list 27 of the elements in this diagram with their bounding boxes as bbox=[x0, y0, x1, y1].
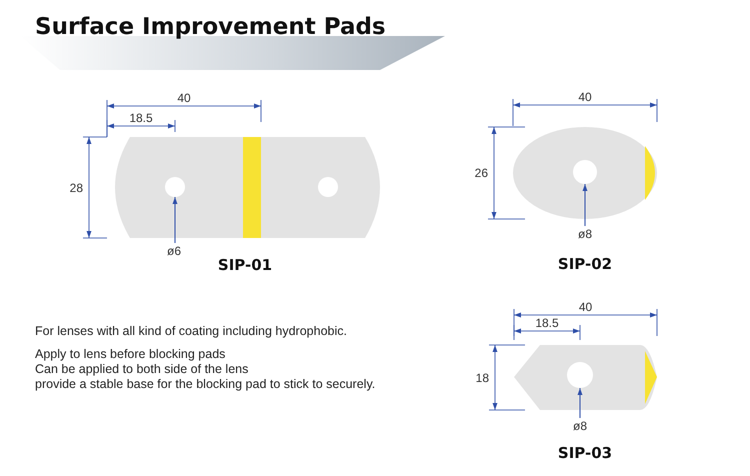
hole bbox=[567, 362, 593, 388]
hole bbox=[165, 177, 185, 197]
note-text: Apply to lens before blocking pads bbox=[35, 348, 226, 360]
dimension-label: 18.5 bbox=[129, 112, 153, 124]
dimension-label: 18.5 bbox=[535, 317, 559, 329]
pad-drawing bbox=[513, 127, 657, 219]
pad-drawing bbox=[115, 137, 380, 238]
note-text: provide a stable base for the blocking pad to stick to securely. bbox=[35, 378, 376, 390]
dimension-label: 28 bbox=[70, 182, 83, 194]
leader-line bbox=[582, 184, 588, 226]
pad-drawing bbox=[514, 345, 657, 410]
leader-line bbox=[578, 388, 582, 418]
part-code: SIP-02 bbox=[558, 257, 612, 272]
diameter-label: ø6 bbox=[167, 245, 181, 257]
part-code: SIP-03 bbox=[558, 446, 612, 461]
diameter-label: ø8 bbox=[578, 228, 592, 240]
note-text: Can be applied to both side of the lens bbox=[35, 363, 248, 376]
dimension-label: 18 bbox=[476, 372, 489, 384]
dimension-label: 40 bbox=[578, 91, 592, 103]
dimension-label: 26 bbox=[474, 167, 488, 179]
part-code: SIP-01 bbox=[218, 258, 272, 273]
leader-line bbox=[172, 196, 178, 244]
dimension-label: 40 bbox=[578, 301, 592, 313]
diameter-label: ø8 bbox=[573, 420, 587, 432]
hole bbox=[573, 160, 597, 184]
note-text: For lenses with all kind of coating including hydrophobic. bbox=[35, 325, 347, 338]
dimension-label: 40 bbox=[177, 92, 191, 104]
